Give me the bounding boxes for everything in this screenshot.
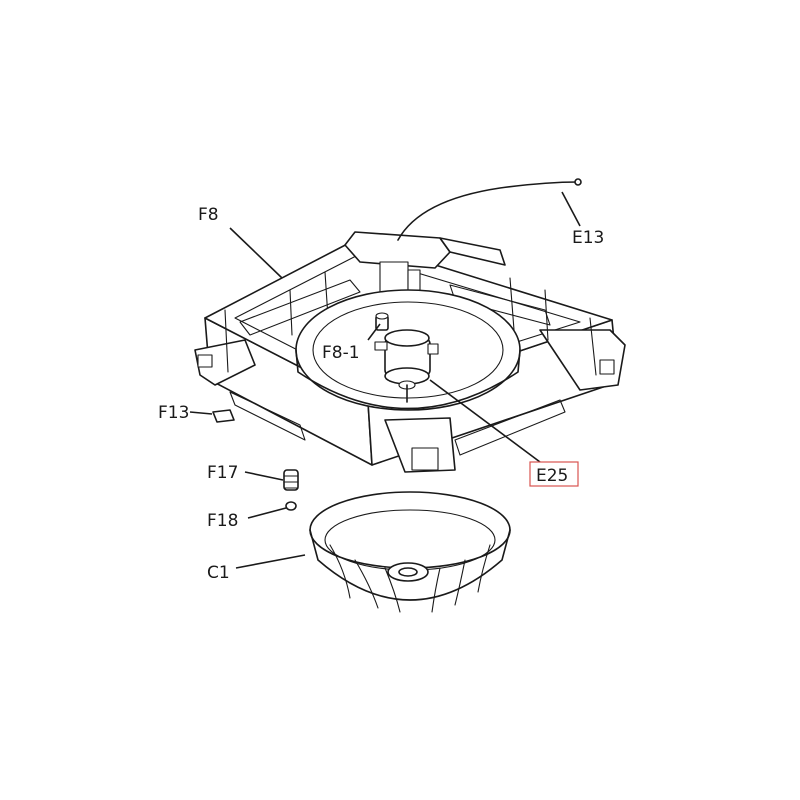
- leader-f17: [244, 471, 284, 481]
- centrifugal-fan: [309, 491, 511, 613]
- leader-e25: [429, 379, 541, 463]
- leader-e13: [561, 191, 581, 227]
- leader-f18: [247, 507, 287, 519]
- clip-part: [212, 409, 235, 423]
- leader-f8-1: [367, 323, 381, 341]
- label-f18: F18: [207, 511, 238, 531]
- label-f8: F8: [198, 205, 219, 225]
- leader-f8: [229, 227, 283, 279]
- spring-part: [283, 469, 299, 491]
- leader-c1: [235, 554, 306, 569]
- part-labels: F8 E13 F8-1 F13 E25 F17 F18 C1: [158, 205, 604, 583]
- label-e13: E13: [572, 228, 604, 248]
- fan-motor: [374, 329, 439, 403]
- e25-highlight-box: [529, 461, 579, 487]
- label-f8-1: F8-1: [322, 343, 360, 363]
- label-e25: E25: [536, 466, 568, 486]
- leader-lines: [189, 191, 581, 569]
- leader-f13: [189, 411, 213, 415]
- label-c1: C1: [207, 563, 230, 583]
- label-f17: F17: [207, 463, 238, 483]
- label-f13: F13: [158, 403, 189, 423]
- screw-part: [285, 501, 297, 511]
- wire-lead: [397, 178, 582, 241]
